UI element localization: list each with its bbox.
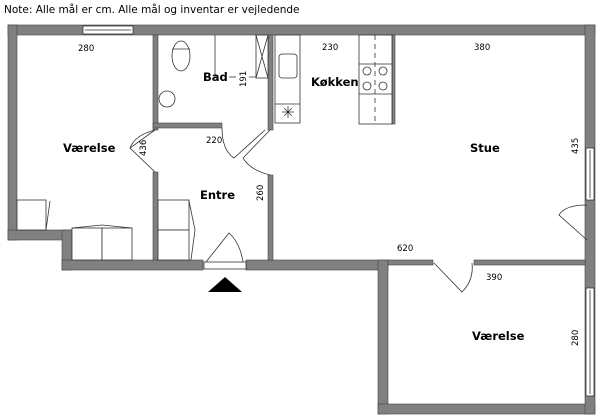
bathroom-sink-icon xyxy=(158,90,176,108)
dim-bedroom2-width: 390 xyxy=(486,273,502,283)
dim-living-total-width: 620 xyxy=(397,244,413,254)
room-label-bedroom1: Værelse xyxy=(63,141,116,155)
burner-icon xyxy=(362,66,372,76)
windows xyxy=(82,25,595,397)
room-label-bath: Bad xyxy=(203,70,228,84)
toilet-icon xyxy=(171,40,191,72)
room-label-entry: Entre xyxy=(200,188,235,202)
dim-entry-width: 220 xyxy=(206,136,222,146)
kitchen-sink-icon xyxy=(278,53,298,79)
dim-bedroom2-depth: 280 xyxy=(571,330,581,346)
dim-living-depth: 435 xyxy=(571,138,581,154)
dim-living-width: 380 xyxy=(474,43,490,53)
walls xyxy=(7,24,596,415)
doors xyxy=(129,127,588,293)
plan-note: Note: Alle mål er cm. Alle mål og invent… xyxy=(4,4,300,16)
dim-bedroom1-width: 280 xyxy=(78,44,94,54)
bathroom-fixtures xyxy=(158,34,269,108)
room-label-bedroom2: Værelse xyxy=(472,329,525,343)
kitchen-fixtures xyxy=(274,34,393,125)
dim-bedroom1-depth: 436 xyxy=(139,140,149,156)
room-label-kitchen: Køkken xyxy=(311,75,359,89)
entrance-arrow-icon xyxy=(208,277,242,292)
stove-fan-icon xyxy=(275,103,300,118)
dim-kitchen-width: 230 xyxy=(322,43,338,53)
dim-entry-depth: 260 xyxy=(256,185,266,201)
room-label-living: Stue xyxy=(470,141,500,155)
dim-bath-depth: 191 xyxy=(239,71,249,87)
furniture xyxy=(16,199,196,261)
